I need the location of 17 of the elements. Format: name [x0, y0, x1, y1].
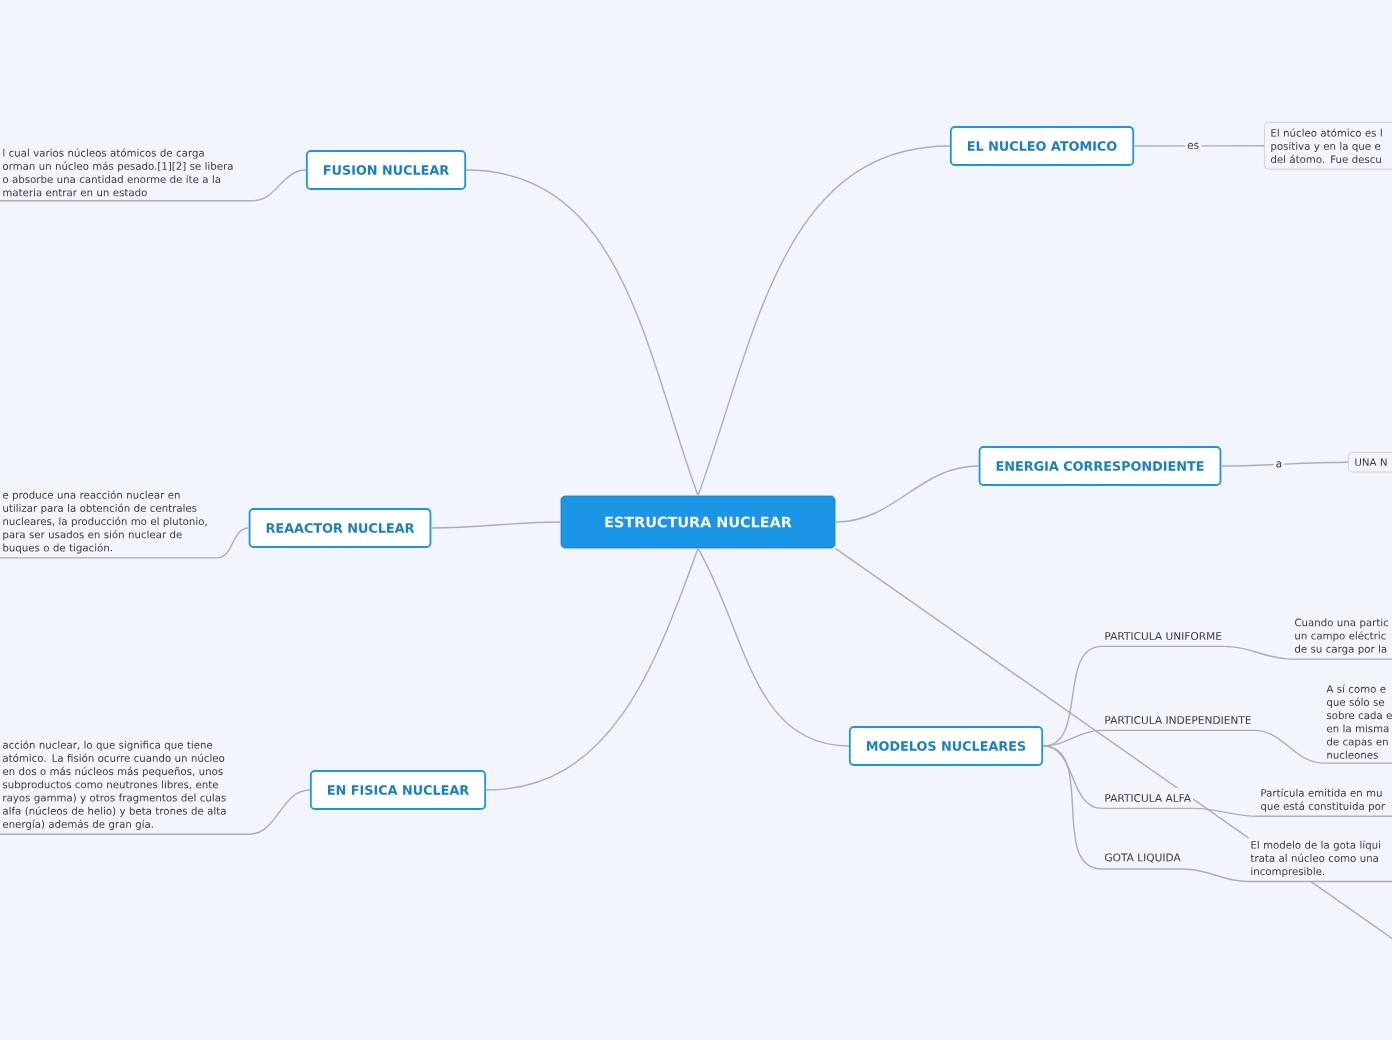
connector — [1253, 729, 1325, 764]
connector — [1182, 868, 1249, 883]
connector — [1220, 461, 1349, 467]
connector — [697, 145, 951, 497]
connector — [1133, 145, 1265, 147]
connector — [465, 169, 699, 497]
connector — [1042, 729, 1103, 747]
connector — [1042, 745, 1103, 870]
connector — [1192, 807, 1259, 817]
connector — [485, 547, 699, 791]
connector — [252, 169, 307, 202]
connector — [697, 547, 850, 747]
connector — [216, 527, 250, 559]
connector — [1223, 645, 1293, 660]
connector — [248, 789, 311, 835]
connector — [430, 521, 562, 529]
connector — [834, 465, 980, 523]
